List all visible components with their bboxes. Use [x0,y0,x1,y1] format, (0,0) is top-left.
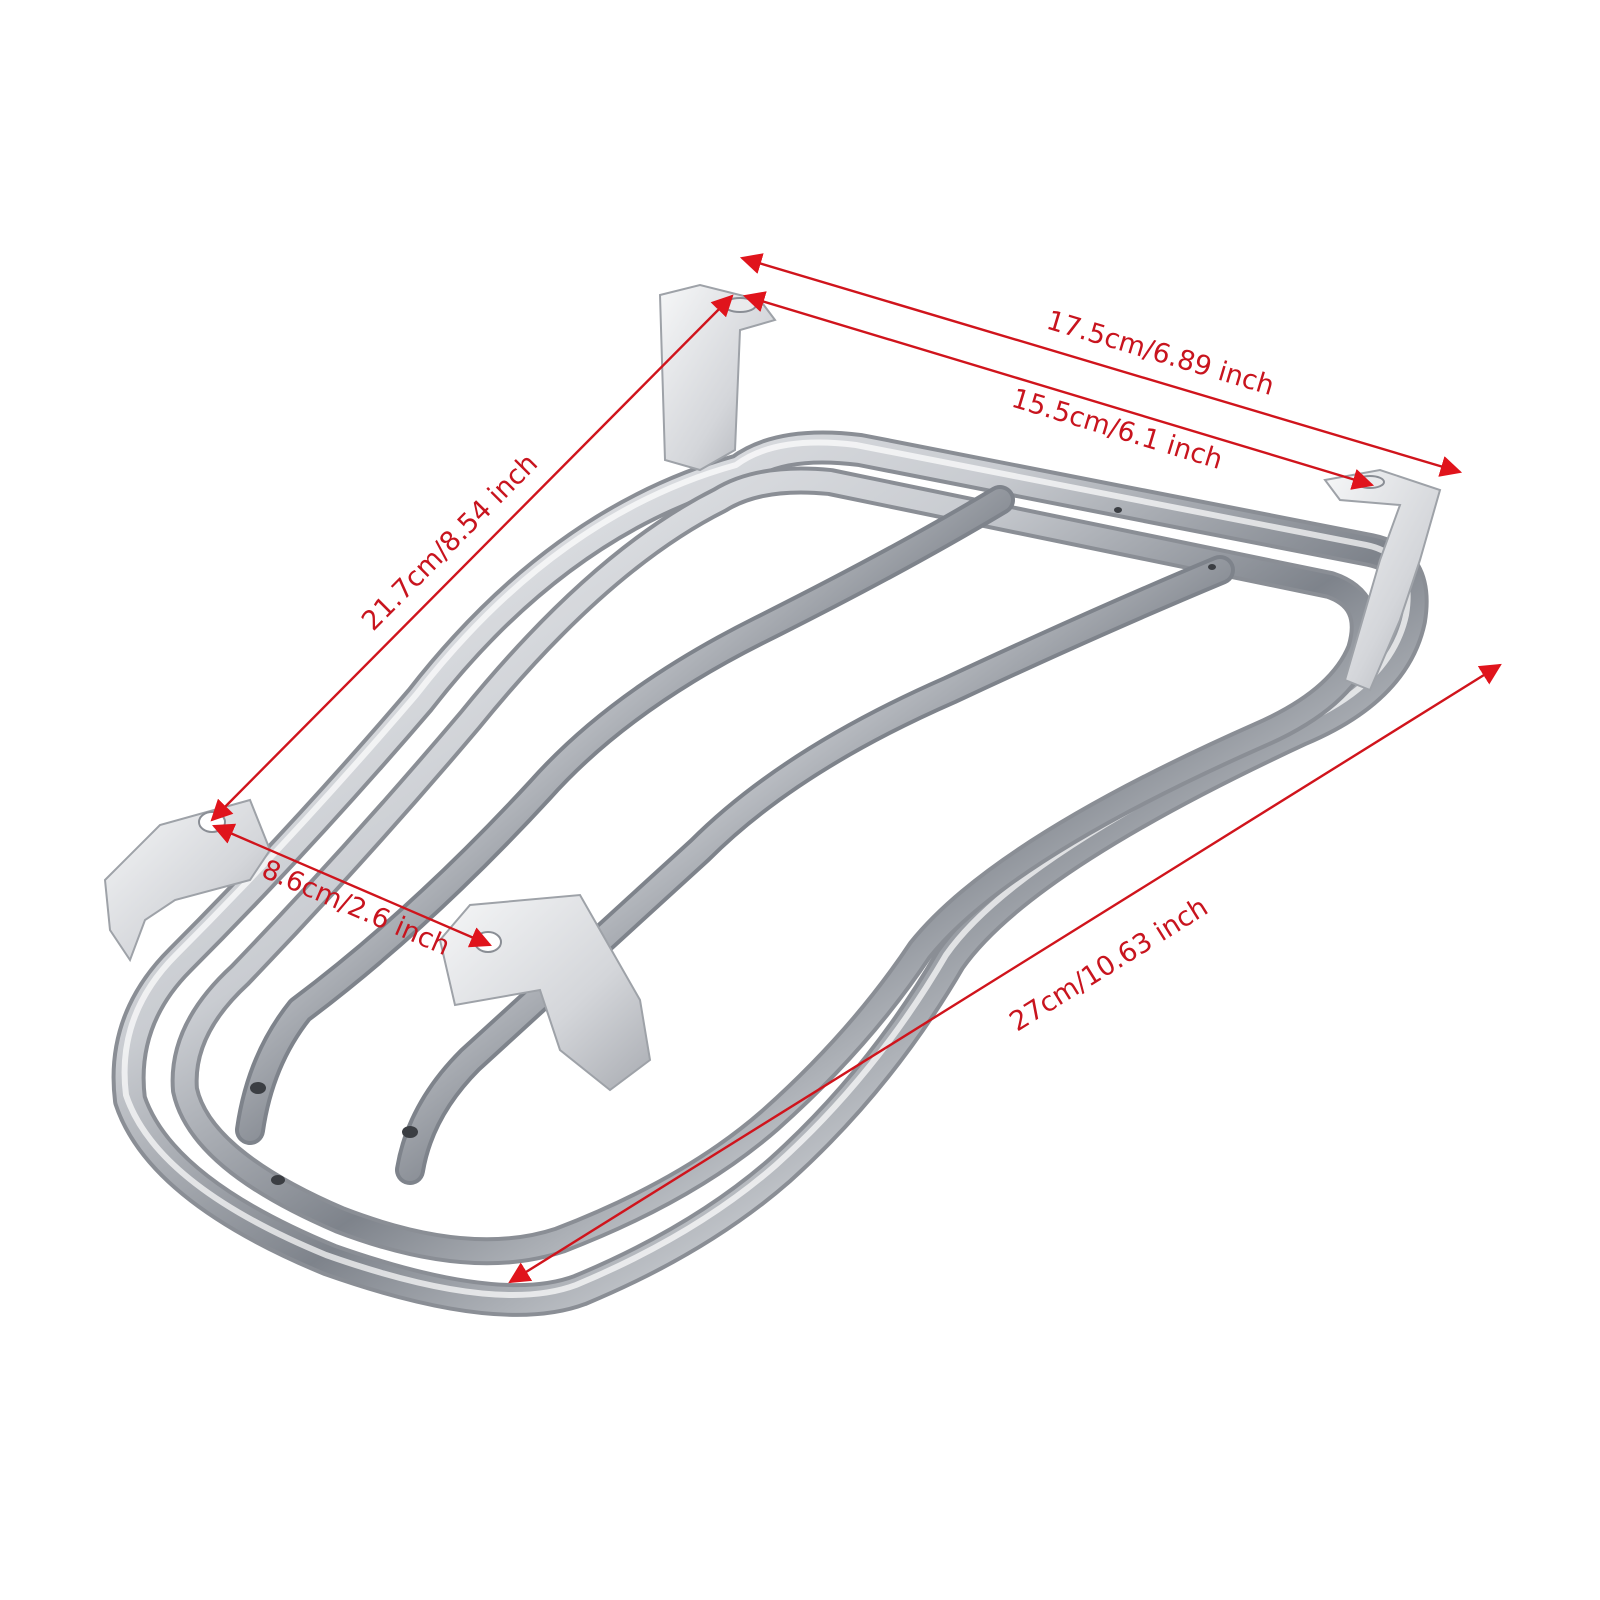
dimension-label-mount-spacing: 15.5cm/6.1 inch [1008,383,1226,476]
dimension-label-overall-length: 27cm/10.63 inch [1004,892,1213,1038]
dimension-line-overall-length [508,663,1502,1284]
dimension-line-diagonal [210,294,734,822]
tube-holes [250,507,1216,1185]
dimension-label-overall-width: 17.5cm/6.89 inch [1043,305,1278,402]
dimension-line-front-tab-spacing [212,823,492,948]
dimension-line-mount-spacing [742,291,1375,490]
